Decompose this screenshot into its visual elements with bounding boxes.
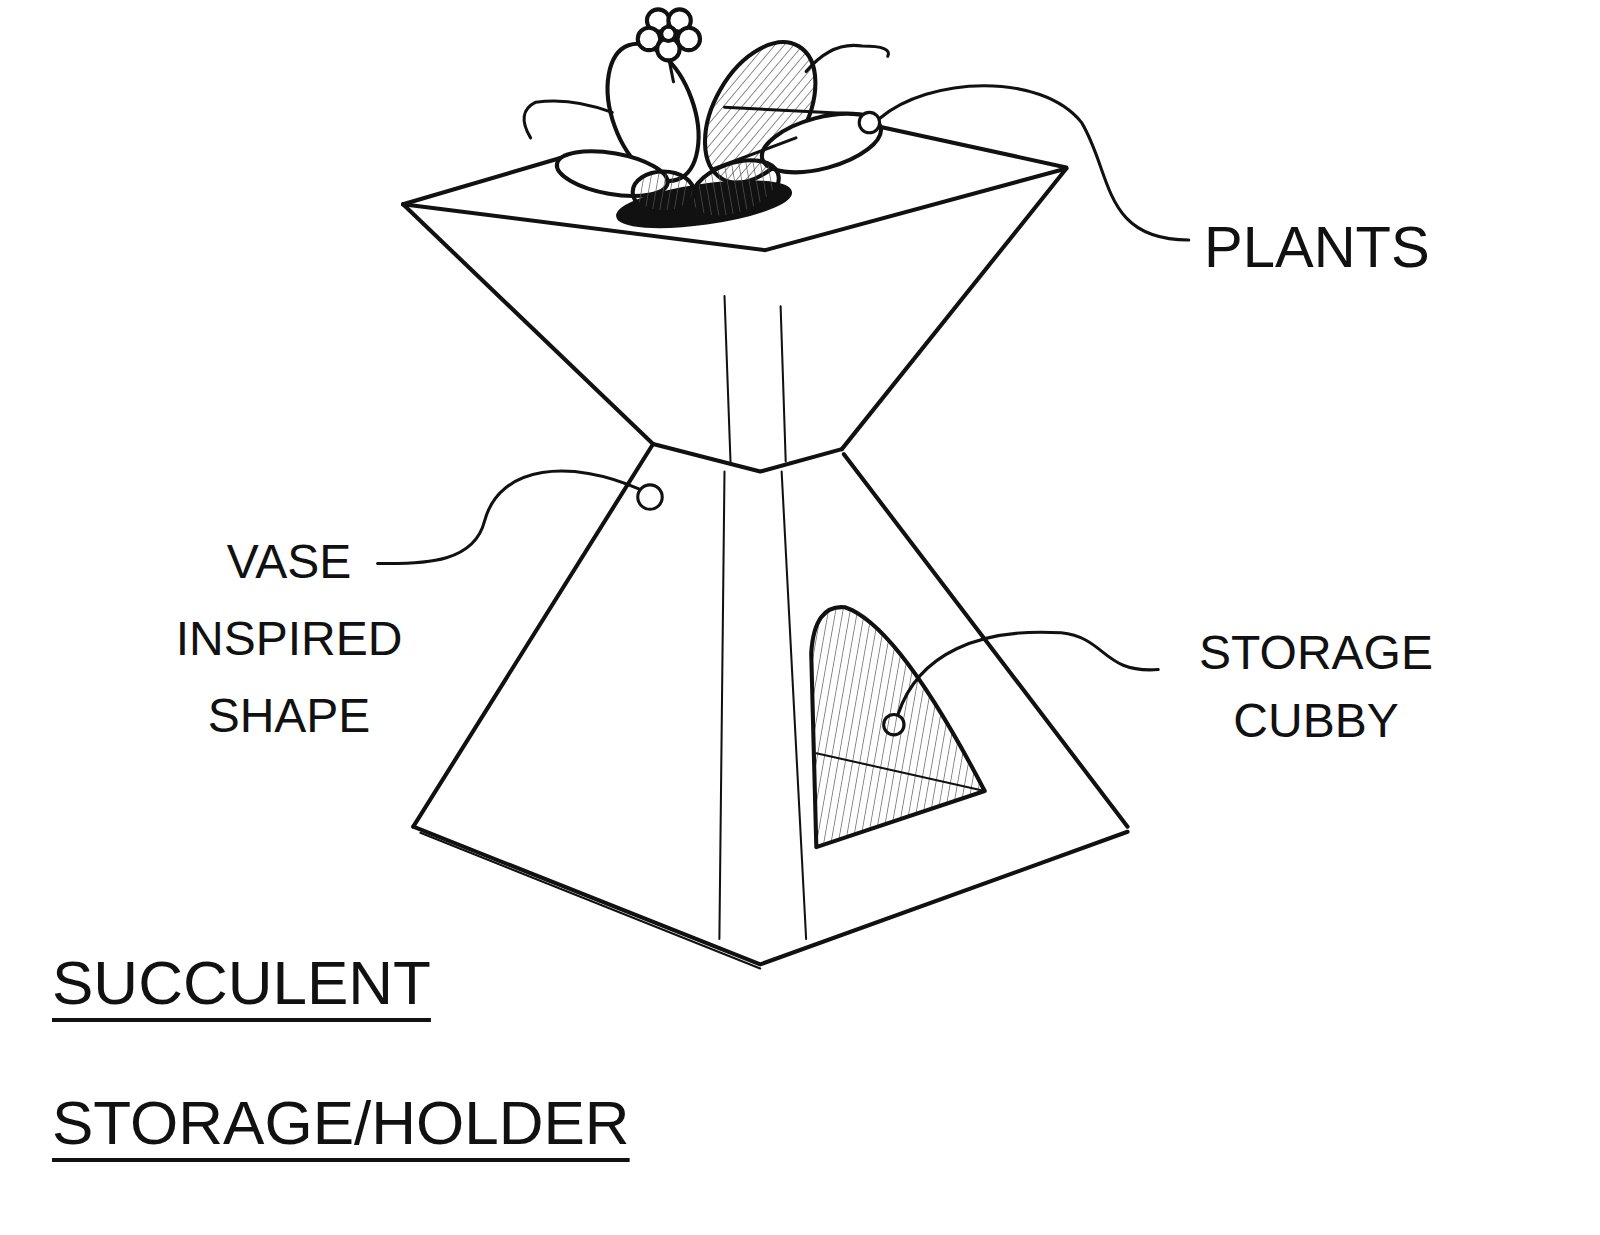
base-edge (413, 827, 1127, 965)
leader-line (378, 471, 639, 563)
tendril (524, 101, 612, 138)
neck-edge (653, 444, 842, 472)
callout-label: VASE INSPIRED SHAPE (149, 523, 429, 754)
body-edge (403, 204, 653, 444)
stem (724, 107, 867, 114)
title: SUCCULENT STORAGE/HOLDER (52, 913, 672, 1193)
leader-dot (859, 112, 879, 132)
rim-edge (403, 153, 576, 204)
base-edge (413, 444, 653, 827)
leader-dot (638, 485, 662, 509)
base-edge (719, 472, 724, 939)
callout-label: STORAGE CUBBY (1176, 619, 1456, 755)
rim-edge (880, 127, 1067, 168)
cubby-floor (816, 753, 984, 791)
flower-center (661, 27, 675, 41)
body-edge (724, 296, 730, 464)
storage-cubby (811, 607, 984, 847)
leader-dot (884, 714, 904, 734)
tendril (806, 45, 888, 71)
base-edge (420, 833, 760, 969)
leader-line (880, 86, 1189, 240)
base-edge (782, 472, 806, 939)
body-edge (842, 169, 1066, 450)
leader-line (898, 632, 1158, 714)
stem (714, 138, 796, 169)
body-edge (781, 306, 786, 461)
callout-label: PLANTS (1204, 212, 1524, 282)
leaf (633, 172, 694, 213)
